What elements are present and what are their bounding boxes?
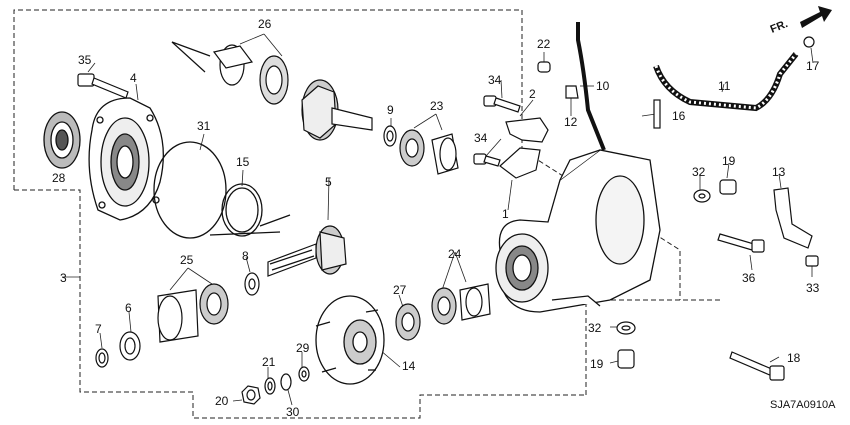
- part-30-o-ring: [280, 373, 292, 391]
- leader-lines: [62, 33, 814, 406]
- callout-20: 20: [215, 394, 229, 408]
- callout-19-lower: 19: [590, 357, 604, 371]
- front-direction-indicator: FR.: [769, 6, 832, 36]
- callout-22: 22: [537, 37, 551, 51]
- callout-4: 4: [130, 71, 137, 85]
- assembly-boundary: [13, 9, 720, 419]
- callout-12: 12: [564, 115, 578, 129]
- callout-8: 8: [242, 249, 249, 263]
- part-32-washer-lower: [616, 321, 636, 335]
- part-9-washer: [383, 125, 397, 147]
- callout-19-upper: 19: [722, 154, 736, 168]
- callout-34-lower: 34: [474, 131, 488, 145]
- callout-18: 18: [787, 351, 801, 365]
- callout-24: 24: [448, 247, 462, 261]
- part-33-bolt: [805, 255, 819, 267]
- part-24-bearing: [431, 283, 491, 325]
- front-direction-arrow-icon: [800, 6, 832, 28]
- part-8-washer: [244, 272, 260, 296]
- callout-35: 35: [78, 53, 92, 67]
- callout-2: 2: [529, 87, 536, 101]
- part-19-plug-upper: [719, 179, 737, 195]
- callout-6: 6: [125, 301, 132, 315]
- part-10-breather-tube: [576, 22, 606, 151]
- rear-differential-housing: [495, 149, 661, 313]
- part-16-connector: [653, 99, 661, 129]
- part-28-oil-seal: [43, 111, 81, 169]
- callout-31: 31: [197, 119, 211, 133]
- callout-34-upper: 34: [488, 73, 502, 87]
- figure-code: SJA7A0910A: [770, 399, 836, 411]
- callout-9: 9: [387, 103, 394, 117]
- part-29-washer: [298, 366, 310, 382]
- part-5-hypoid-gear-set: [267, 79, 373, 277]
- part-25-bearing: [157, 283, 229, 343]
- part-17-clip: [803, 36, 815, 48]
- callout-10: 10: [596, 79, 610, 93]
- part-18-bolt: [729, 351, 785, 381]
- part-14-companion-flange: [315, 295, 385, 385]
- callout-21: 21: [262, 355, 276, 369]
- part-15-shim: [209, 183, 291, 237]
- part-32-washer-upper: [693, 189, 711, 203]
- callout-5: 5: [325, 175, 332, 189]
- part-26-bearing-set: [171, 41, 289, 105]
- callout-29: 29: [296, 341, 310, 355]
- callout-32-upper: 32: [692, 165, 706, 179]
- callout-32-lower: 32: [588, 321, 602, 335]
- callout-13: 13: [772, 165, 786, 179]
- part-23-bearing: [399, 129, 459, 175]
- callout-labels: 1 2 3 4 5 6 7 8 9 10 11 12 13 14 15 16 1…: [52, 17, 820, 419]
- part-34-bolt-lower: [473, 153, 501, 167]
- part-27-bearing: [395, 303, 421, 341]
- part-4-bearing-cover: [88, 97, 164, 221]
- callout-23: 23: [430, 99, 444, 113]
- part-31-o-ring: [153, 141, 227, 239]
- front-direction-label: FR.: [769, 18, 790, 36]
- part-6-sleeve: [119, 331, 141, 361]
- callout-27: 27: [393, 283, 407, 297]
- part-22-cap: [537, 61, 551, 73]
- part-1-plate: [499, 147, 541, 179]
- callout-30: 30: [286, 405, 300, 419]
- callout-3: 3: [60, 271, 67, 285]
- callout-11: 11: [718, 79, 731, 93]
- callout-17: 17: [806, 59, 820, 73]
- callout-1: 1: [502, 207, 509, 221]
- callout-16: 16: [672, 109, 686, 123]
- part-7-washer: [95, 348, 109, 368]
- callout-25: 25: [180, 253, 194, 267]
- part-11-hose-inner: [654, 53, 798, 110]
- part-36-bolt: [717, 233, 765, 253]
- part-12-clip: [565, 85, 579, 99]
- callout-15: 15: [236, 155, 250, 169]
- callout-36: 36: [742, 271, 756, 285]
- callout-28: 28: [52, 171, 66, 185]
- part-35-bolt: [77, 73, 129, 99]
- callout-26: 26: [258, 17, 272, 31]
- callout-7: 7: [95, 322, 102, 336]
- part-21-washer: [264, 377, 276, 395]
- part-20-nut: [241, 385, 261, 405]
- callout-14: 14: [402, 359, 416, 373]
- part-2-bracket: [505, 117, 549, 143]
- part-19-plug-lower: [617, 349, 635, 369]
- part-34-bolt: [483, 95, 521, 113]
- part-13-bracket: [773, 187, 813, 249]
- callout-33: 33: [806, 281, 820, 295]
